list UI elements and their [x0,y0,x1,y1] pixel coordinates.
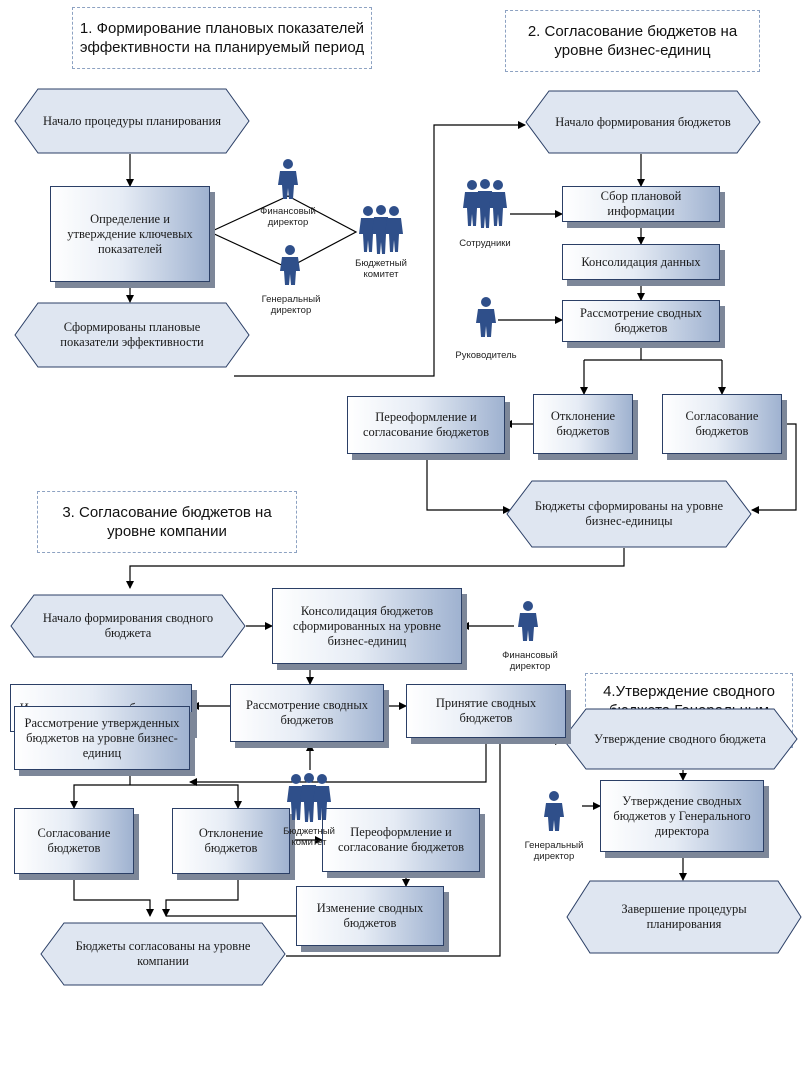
event-label: Завершение процедуры планирования [621,902,747,931]
person-icon [518,601,538,641]
hexagon-shape [40,922,286,986]
budget-formation-start-event: Начало формирования бюджетов [525,90,761,154]
company-budgets-agreed-event: Бюджеты согласованы на уровне компании [40,922,286,986]
reformat-budgets-box-2: Переоформление и согласование бюджетов [322,808,480,872]
consolidated-approval-start-event: Утверждение сводного бюджета [562,708,798,770]
consolidate-data-box: Консолидация данных [562,244,720,280]
actor-label: Генеральный директор [261,294,321,316]
actor-label: Бюджетный комитет [355,258,407,280]
reject-budgets-box: Отклонение бюджетов [533,394,633,454]
collect-planning-info-box: Сбор плановой информации [562,186,720,222]
change-summary-budgets-box-2: Изменение сводных бюджетов [296,886,444,946]
hexagon-shape [525,90,761,154]
hexagon-shape [14,302,250,368]
actor-label: Сотрудники [459,238,511,249]
start-planning-event: Начало процедуры планирования [14,88,250,154]
approve-budgets-box-2: Согласование бюджетов [14,808,134,874]
event-label: Бюджеты согласованы на уровне компании [75,939,251,968]
actor-label: Бюджетный комитет [283,826,335,848]
section-header-2: 2. Согласование бюджетов на уровне бизне… [505,10,760,72]
hexagon-shape [566,880,802,954]
group-icon [359,205,403,254]
approve-budgets-box: Согласование бюджетов [662,394,782,454]
hexagon-shape [562,708,798,770]
event-label: Сформированы плановые показатели эффекти… [60,320,204,349]
reformat-budgets-box: Переоформление и согласование бюджетов [347,396,505,454]
actor-label: Финансовый директор [502,650,558,672]
hexagon-shape [10,594,246,658]
define-kpi-box: Определение и утверждение ключевых показ… [50,186,210,282]
review-summary-budgets-box: Рассмотрение сводных бюджетов [562,300,720,342]
group-icon [463,179,507,228]
actor-label: Финансовый директор [260,206,316,228]
review-summary-budgets-box-2: Рассмотрение сводных бюджетов [230,684,384,742]
person-icon [544,791,564,831]
group-icon [287,773,331,822]
consolidate-bu-budgets-box: Консолидация бюджетов сформированных на … [272,588,462,664]
event-label: Утверждение сводного бюджета [594,731,766,746]
hexagon-shape [506,480,752,548]
bu-budgets-formed-event: Бюджеты сформированы на уровне бизнес-ед… [506,480,752,548]
section-header-1: 1. Формирование плановых показателей эфф… [72,7,372,69]
event-label: Бюджеты сформированы на уровне бизнес-ед… [534,499,724,528]
planning-end-event: Завершение процедуры планирования [566,880,802,954]
actor-label: Руководитель [455,350,517,361]
event-label: Начало процедуры планирования [42,113,222,128]
consolidated-budget-start-event: Начало формирования сводного бюджета [10,594,246,658]
hexagon-shape [14,88,250,154]
person-icon [476,297,496,337]
actor-label: Генеральный директор [524,840,584,862]
accept-summary-budgets-box: Принятие сводных бюджетов [406,684,566,738]
event-label: Начало формирования бюджетов [555,114,731,129]
reject-budgets-box-2: Отклонение бюджетов [172,808,290,874]
section-header-3: 3. Согласование бюджетов на уровне компа… [37,491,297,553]
event-label: Начало формирования сводного бюджета [42,611,214,640]
gendir-approval-box: Утверждение сводных бюджетов у Генеральн… [600,780,764,852]
review-approved-budgets-box: Рассмотрение утвержденных бюджетов на ур… [14,706,190,770]
person-icon [280,245,300,285]
kpi-formed-event: Сформированы плановые показатели эффекти… [14,302,250,368]
person-icon [278,159,298,199]
